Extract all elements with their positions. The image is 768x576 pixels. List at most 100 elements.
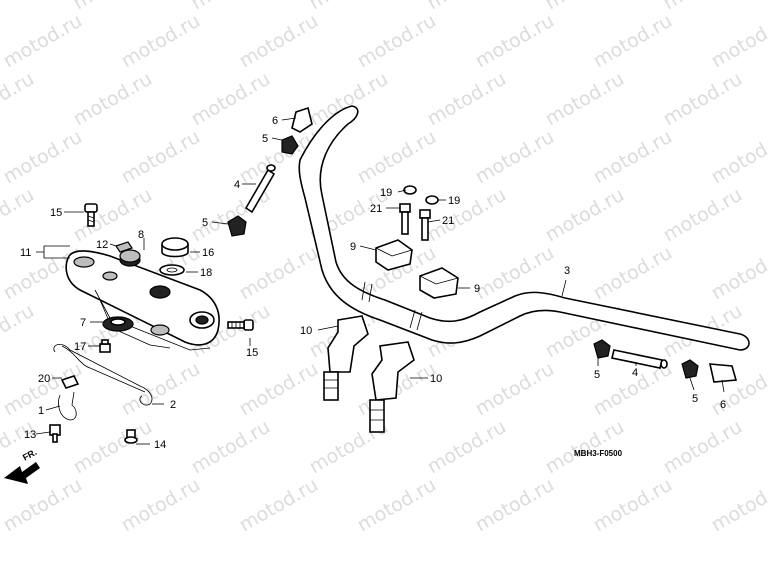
callout-8: 8 (138, 229, 144, 241)
watermark-text: motod.ru (472, 126, 558, 189)
top-bridge (65, 250, 220, 351)
callout-19-right: 19 (448, 195, 460, 207)
callout-10-left: 10 (300, 325, 312, 337)
callout-9-left: 9 (350, 241, 356, 253)
callout-20: 20 (38, 373, 50, 385)
watermark-text: motod.ru (542, 184, 628, 247)
callout-5-upper: 5 (262, 133, 268, 145)
rod-4-right (611, 349, 668, 369)
callout-18: 18 (200, 267, 212, 279)
bolt-13 (49, 424, 61, 443)
callout-2: 2 (170, 399, 176, 411)
watermark-text: motod.ru (354, 474, 440, 537)
watermark-text: motod.ru (118, 126, 204, 189)
watermark-text: motod.ru (236, 358, 322, 421)
watermark-text: motod.ru (590, 474, 676, 537)
watermark-text: motod.ru (708, 474, 768, 537)
washer-12 (115, 241, 133, 253)
watermark-text: motod.ru (306, 0, 392, 14)
watermark-text: motod.ru (542, 68, 628, 131)
watermark-text: motod.ru (118, 358, 204, 421)
watermark-text: motod.ru (236, 474, 322, 537)
watermark-text: motod.ru (472, 474, 558, 537)
watermark-text: motod.ru (188, 68, 274, 131)
nut-5-upper (281, 135, 299, 155)
clip-20 (60, 375, 80, 389)
callout-19-left: 19 (380, 187, 392, 199)
bolt-14 (124, 429, 138, 444)
watermark-text: motod.ru (118, 474, 204, 537)
watermark-text: motod.ru (118, 10, 204, 73)
watermark-text: motod.ru (236, 242, 322, 305)
callout-7: 7 (80, 317, 86, 329)
upper-holder-9a (375, 239, 413, 271)
nut-5-lower (227, 215, 247, 237)
watermark-text: motod.ru (590, 242, 676, 305)
watermark-text: motod.ru (70, 416, 156, 479)
watermark-text: motod.ru (424, 68, 510, 131)
callout-15-lower: 15 (246, 347, 258, 359)
ring-7 (102, 316, 134, 332)
front-label: FR. (21, 447, 38, 463)
watermark-text: motod.ru (424, 416, 510, 479)
watermark-text: motod.ru (472, 10, 558, 73)
callout-12: 12 (96, 239, 108, 251)
watermark-text: motod.ru (0, 10, 86, 73)
weight-6-right (708, 363, 738, 383)
lower-holder-10b (369, 341, 415, 433)
bolt-21-left (399, 203, 411, 235)
callout-5-lower: 5 (202, 217, 208, 229)
callout-6-upper: 6 (272, 115, 278, 127)
callout-16: 16 (202, 247, 214, 259)
washer-19-right (425, 195, 439, 205)
watermark-text: motod.ru (0, 68, 38, 131)
callout-4-right: 4 (632, 367, 638, 379)
front-arrow (4, 462, 40, 484)
callout-1: 1 (38, 405, 44, 417)
diagram-code: MBH3-F0500 (574, 449, 623, 458)
callout-11: 11 (20, 247, 31, 259)
bolt-15-lower (227, 319, 254, 331)
washer-18 (159, 264, 185, 276)
watermark-text: motod.ru (354, 126, 440, 189)
handlebar (298, 105, 750, 351)
wire-clip-2 (53, 343, 153, 406)
nut-5-right-b (681, 359, 699, 379)
bolt-21-right (419, 209, 431, 241)
callout-5-right-b: 5 (692, 393, 698, 405)
callout-17: 17 (74, 341, 86, 353)
weight-6-upper (291, 106, 313, 133)
watermark-text: motod.ru (0, 184, 38, 247)
watermark-text: motod.ru (660, 68, 746, 131)
leader-lines (35, 117, 725, 445)
watermark-text: motod.ru (590, 10, 676, 73)
callouts: 15 11 12 8 16 18 7 17 20 1 2 13 14 15 4 … (20, 115, 726, 451)
rod-4-upper (244, 164, 276, 214)
watermark-text: motod.ru (590, 126, 676, 189)
watermark-text: motod.ru (188, 0, 274, 14)
callout-3: 3 (564, 265, 570, 277)
clamp-1 (58, 391, 77, 421)
callout-6-right: 6 (720, 399, 726, 411)
callout-15: 15 (50, 207, 62, 219)
washer-19-left (403, 185, 417, 195)
watermark-text: motod.ru (542, 416, 628, 479)
cap-16 (161, 237, 189, 258)
watermark-text: motod.ru (708, 242, 768, 305)
callout-21-right: 21 (442, 215, 454, 227)
upper-holder-9b (419, 267, 459, 299)
watermark-text: motod.ru (424, 184, 510, 247)
watermark-text: motod.ru (472, 358, 558, 421)
watermark-text: motod.ru (236, 10, 322, 73)
callout-14: 14 (154, 439, 166, 451)
bolt-15-upper (84, 203, 98, 227)
watermark-text: motod.ru (708, 126, 768, 189)
watermark-text: motod.ru (188, 416, 274, 479)
nut-8 (119, 249, 141, 267)
watermark-text: motod.ru (660, 0, 746, 14)
watermark-text: motod.ru (354, 10, 440, 73)
lower-holder-10a (323, 315, 369, 401)
watermark-text: motod.ru (660, 416, 746, 479)
watermark-text: motod.ru (0, 300, 38, 363)
